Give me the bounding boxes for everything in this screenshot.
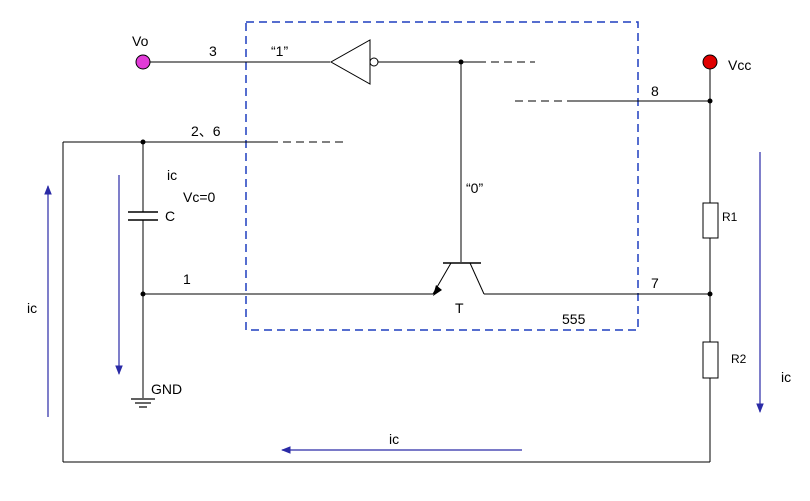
r2-label: R2 [731, 352, 747, 366]
pin1-label: 1 [183, 271, 191, 287]
ic-bottom-label: ic [389, 431, 399, 447]
chip-label: 555 [562, 311, 586, 327]
inverter-gate [329, 39, 371, 85]
gnd-label: GND [151, 381, 182, 397]
pin26-label: 2、6 [191, 123, 221, 139]
ic-cap-label: ic [167, 167, 177, 183]
vcc-terminal [702, 54, 718, 70]
transistor-emitter-arrow [433, 285, 442, 296]
ic-right-label: ic [781, 369, 791, 385]
inverter-bubble [369, 57, 379, 67]
ic-left-label: ic [27, 300, 37, 316]
pin7-label: 7 [651, 275, 659, 291]
chip-555-outline [245, 21, 639, 331]
r1-label: R1 [722, 210, 738, 224]
pin3-label: 3 [209, 43, 217, 59]
resistor-r2 [702, 341, 719, 379]
vo-terminal [135, 54, 151, 70]
resistor-r1 [702, 202, 719, 239]
logic-one-label: “1” [271, 43, 288, 59]
transistor-label: T [455, 300, 464, 316]
vo-label: Vo [132, 33, 149, 49]
vc-label: Vc=0 [183, 189, 216, 205]
logic-zero-label: “0” [466, 180, 483, 196]
capacitor-label: C [165, 208, 175, 224]
transistor-collector [469, 262, 485, 295]
vcc-label: Vcc [728, 57, 751, 73]
pin8-label: 8 [651, 83, 659, 99]
